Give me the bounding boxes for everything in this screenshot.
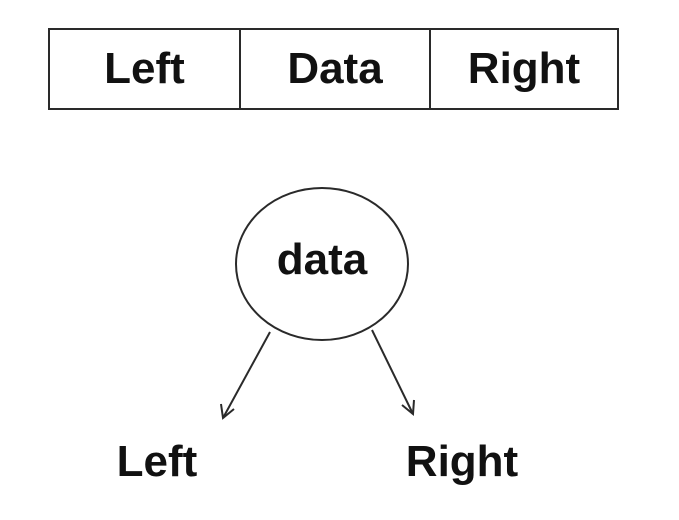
left-arrowhead — [220, 403, 235, 420]
node-structure-box: Left Data Right — [48, 28, 619, 110]
left-pointer-field: Left — [50, 30, 241, 108]
right-arrowhead — [401, 399, 415, 416]
right-child-label: Right — [405, 437, 519, 486]
data-field: Data — [241, 30, 431, 108]
root-node-circle — [235, 187, 409, 341]
right-pointer-field: Right — [467, 44, 581, 93]
root-node-label: data — [276, 235, 368, 284]
left-edge-arrow — [222, 331, 271, 419]
right-edge-arrow — [371, 329, 414, 415]
left-child-label: Left — [116, 437, 198, 486]
